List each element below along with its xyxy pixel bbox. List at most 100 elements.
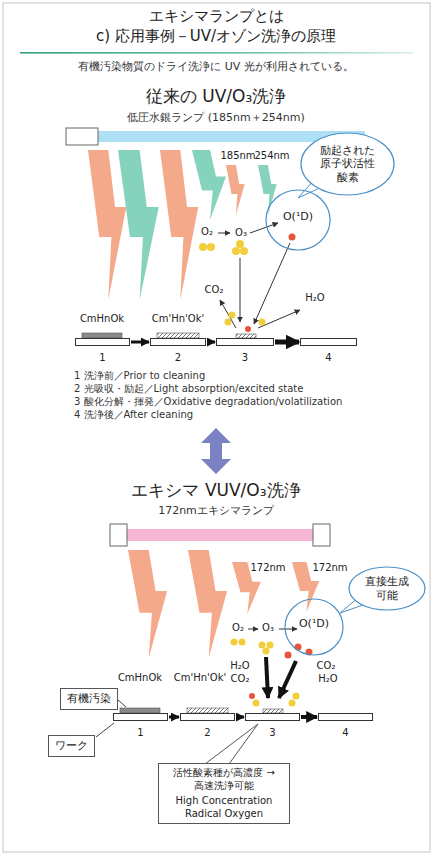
reaction-arrow (250, 223, 278, 233)
step-number: 4 (342, 727, 348, 739)
wavelength-label: 172nm (250, 562, 285, 574)
section-heading: 従来の UV/O₃洗浄 (146, 86, 286, 106)
lamp-cap (313, 524, 330, 546)
radical-dot (285, 652, 292, 659)
chem-label: O₃ (235, 227, 247, 239)
title-rule (20, 52, 413, 54)
ozone-dot (253, 700, 260, 707)
process-arrow (131, 341, 149, 344)
ozone-dot (259, 642, 266, 649)
subtitle-text: c) 応用事例－UV/オゾン洗浄の原理 (96, 27, 336, 45)
radical-dot (249, 693, 255, 699)
node-text: 活性酸素種が高濃度 →高速洗浄可能 (165, 767, 283, 792)
outer-frame (3, 3, 430, 852)
oxygen-dot (231, 639, 238, 646)
process-arrow (236, 716, 244, 719)
reaction-arrow (240, 258, 241, 322)
ozone-dot (267, 642, 274, 649)
lamp-label: 172nmエキシマランプ (158, 504, 274, 517)
lamp-label: 低圧水銀ランプ (185nm＋254nm) (127, 111, 304, 124)
work-plate: 3 (216, 338, 274, 346)
oxygen-circle: O(¹D) (265, 189, 331, 251)
node-text: 有機汚染 (67, 692, 111, 705)
note-box: 活性酸素種が高濃度 →高速洗浄可能High Concentration Radi… (158, 763, 290, 824)
chem-label: Cm'Hn'Ok' (174, 672, 227, 684)
reaction-arrow (248, 629, 258, 630)
chem-label: CO₂ (231, 673, 250, 685)
uv-bolt (118, 150, 159, 300)
lamp-tube (127, 529, 313, 541)
reaction-arrow (279, 629, 297, 630)
step-number: 2 (175, 352, 181, 364)
lamp-cap (110, 524, 127, 546)
callout-tail (205, 724, 258, 764)
work-plate: 3 (245, 713, 300, 721)
uv-bolt (258, 165, 277, 215)
process-arrow (301, 715, 317, 719)
leader-line (118, 700, 126, 707)
uv-bolt (88, 150, 126, 300)
node-text: ワーク (55, 739, 88, 752)
oxygen-dot (207, 243, 215, 251)
vuv-bolt (128, 550, 167, 658)
step-caption: 2 光吸収・励起／Light absorption/excited state (74, 383, 303, 395)
work-plate: 1 (113, 713, 168, 721)
uv-bolt (226, 165, 245, 215)
chem-label: H₂O (318, 673, 337, 685)
chem-label: H₂O (305, 292, 324, 304)
step-number: 3 (242, 352, 248, 364)
node-text: 励起された 原子状活性 酸素 (318, 144, 378, 183)
leader-line (96, 723, 114, 737)
section-heading: エキシマ VUV/O₃洗浄 (131, 480, 300, 500)
step-caption: 3 酸化分解・揮発／Oxidative degradation/volatili… (74, 396, 342, 408)
wavelength-label: 172nm (312, 562, 347, 574)
step-number: 4 (325, 352, 331, 364)
oxygen-circle: O(¹D) (284, 598, 344, 656)
chem-label: CO₂ (317, 660, 336, 672)
ozone-dot (236, 240, 244, 248)
ellipse-shape (301, 133, 394, 195)
wavelength-label: 185nm (220, 150, 255, 162)
radical-dot (289, 234, 296, 241)
ellipse-shape (349, 567, 425, 610)
chem-label: Cm'Hn'Ok' (152, 313, 205, 325)
process-arrow (207, 341, 215, 344)
step-number: 1 (99, 352, 105, 364)
process-arrow (275, 340, 299, 345)
intro-text: 有機汚染物質のドライ洗浄に UV 光が利用されている。 (78, 60, 354, 73)
step-caption: 4 洗浄後／After cleaning (74, 409, 193, 421)
ellipse-shape (285, 599, 343, 655)
step-number: 1 (137, 727, 143, 739)
ozone-dot (293, 693, 300, 700)
wavelength-label: 254nm (254, 150, 289, 162)
process-arrow (169, 716, 179, 719)
chem-label: CO₂ (205, 284, 224, 296)
ozone-dot (225, 319, 232, 326)
compare-arrow (201, 428, 231, 474)
chem-label: O₃ (262, 622, 274, 634)
callout-bubble: 直接生成 可能 (348, 566, 426, 611)
callout-bubble: 励起された 原子状活性 酸素 (300, 132, 395, 196)
oxygen-dot (239, 639, 246, 646)
chem-label: CmHnOk (118, 672, 162, 684)
radical-arrow (279, 661, 296, 698)
title-text: エキシマランプとは (149, 7, 284, 25)
node-text: 直接生成 可能 (363, 575, 411, 601)
reaction-arrow (218, 233, 230, 234)
chem-label: H₂O (230, 660, 249, 672)
ozone-dot (240, 247, 248, 255)
ozone-dot (229, 312, 236, 319)
chem-label: CmHnOk (80, 313, 124, 325)
work-plate: 4 (318, 713, 373, 721)
chem-label: O₂ (201, 226, 213, 238)
reaction-arrow (258, 310, 300, 328)
lamp-cap (66, 128, 98, 145)
work-plate: 1 (75, 338, 130, 346)
ozone-dot (259, 319, 266, 326)
uv-bolt (160, 150, 198, 300)
radical-arrow (266, 657, 268, 698)
radical-dot (295, 644, 302, 651)
ozone-dot (263, 648, 270, 655)
step-number: 2 (204, 727, 210, 739)
